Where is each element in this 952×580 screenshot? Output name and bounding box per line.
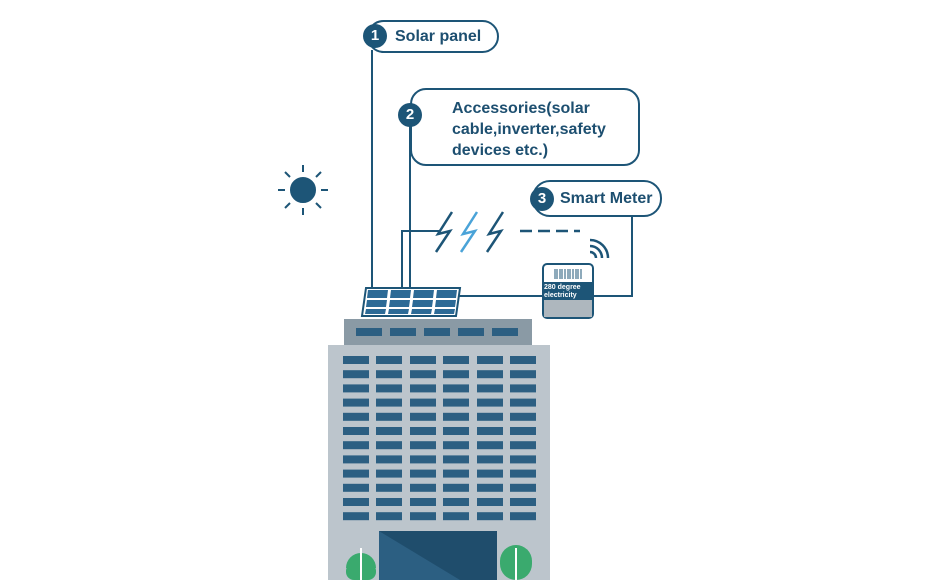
window [443, 398, 469, 407]
window [410, 370, 436, 379]
window [376, 398, 402, 407]
window [477, 483, 503, 492]
smart-meter-device [542, 263, 594, 319]
window [510, 441, 536, 450]
connector-lines [371, 50, 633, 297]
callout-accessories: Accessories(solar cable,inverter,safety … [410, 88, 640, 166]
window [376, 427, 402, 435]
window [510, 412, 536, 421]
window [376, 512, 402, 521]
window [477, 370, 503, 379]
meter-reading: 280 degree electricity [544, 284, 594, 300]
window [443, 455, 469, 464]
window [376, 356, 402, 364]
meter-reading-line1: 280 degree [544, 284, 581, 291]
window [443, 356, 469, 364]
window [510, 384, 536, 393]
meter-reading-line2: electricity [544, 292, 577, 299]
window [510, 469, 536, 478]
window [410, 398, 436, 407]
window [477, 441, 503, 450]
window [477, 412, 503, 421]
window [510, 483, 536, 492]
window [410, 455, 436, 464]
window [343, 384, 369, 393]
window [343, 498, 369, 506]
wifi-signal-icon [589, 238, 610, 259]
window [343, 483, 369, 492]
window [443, 384, 469, 393]
window [443, 412, 469, 421]
window [343, 455, 369, 464]
callout-label: Smart Meter [560, 190, 653, 207]
lightning-icon [434, 211, 505, 253]
window [410, 412, 436, 421]
window [510, 356, 536, 364]
window [477, 469, 503, 478]
window [410, 356, 436, 364]
window [443, 370, 469, 379]
window [443, 512, 469, 521]
window [477, 398, 503, 407]
window [343, 469, 369, 478]
window [443, 427, 469, 435]
window [510, 398, 536, 407]
window [443, 441, 469, 450]
window [376, 412, 402, 421]
window [477, 384, 503, 393]
callout-number-badge: 2 [398, 103, 422, 127]
window [410, 483, 436, 492]
window [343, 370, 369, 379]
window [343, 412, 369, 421]
barcode-icon [554, 269, 582, 279]
building-windows [343, 356, 536, 521]
tree-icon [346, 545, 532, 580]
callout-number-badge: 1 [363, 24, 387, 48]
window [510, 455, 536, 464]
building [328, 319, 550, 580]
window [443, 469, 469, 478]
callout-label: Solar panel [395, 28, 482, 45]
solar-panel-graphic [360, 287, 462, 317]
callout-solar-panel: Solar panel [367, 20, 499, 53]
window [410, 441, 436, 450]
callout-number-badge: 3 [530, 187, 554, 211]
window [376, 455, 402, 464]
window [376, 498, 402, 506]
window [343, 441, 369, 450]
window [410, 384, 436, 393]
window [410, 512, 436, 521]
window [410, 498, 436, 506]
callout-label: Accessories(solar cable,inverter,safety … [452, 100, 606, 159]
window [343, 398, 369, 407]
window [343, 356, 369, 364]
window [510, 427, 536, 435]
window [410, 469, 436, 478]
window [510, 370, 536, 379]
window [510, 498, 536, 506]
window [477, 427, 503, 435]
window [376, 384, 402, 393]
window [477, 356, 503, 364]
window [477, 498, 503, 506]
window [477, 455, 503, 464]
window [443, 498, 469, 506]
window [510, 512, 536, 521]
window [410, 427, 436, 435]
window [443, 483, 469, 492]
window [343, 512, 369, 521]
window [376, 370, 402, 379]
window [376, 469, 402, 478]
window [477, 512, 503, 521]
window [376, 483, 402, 492]
sun-icon [278, 165, 328, 215]
window [343, 427, 369, 435]
window [376, 441, 402, 450]
